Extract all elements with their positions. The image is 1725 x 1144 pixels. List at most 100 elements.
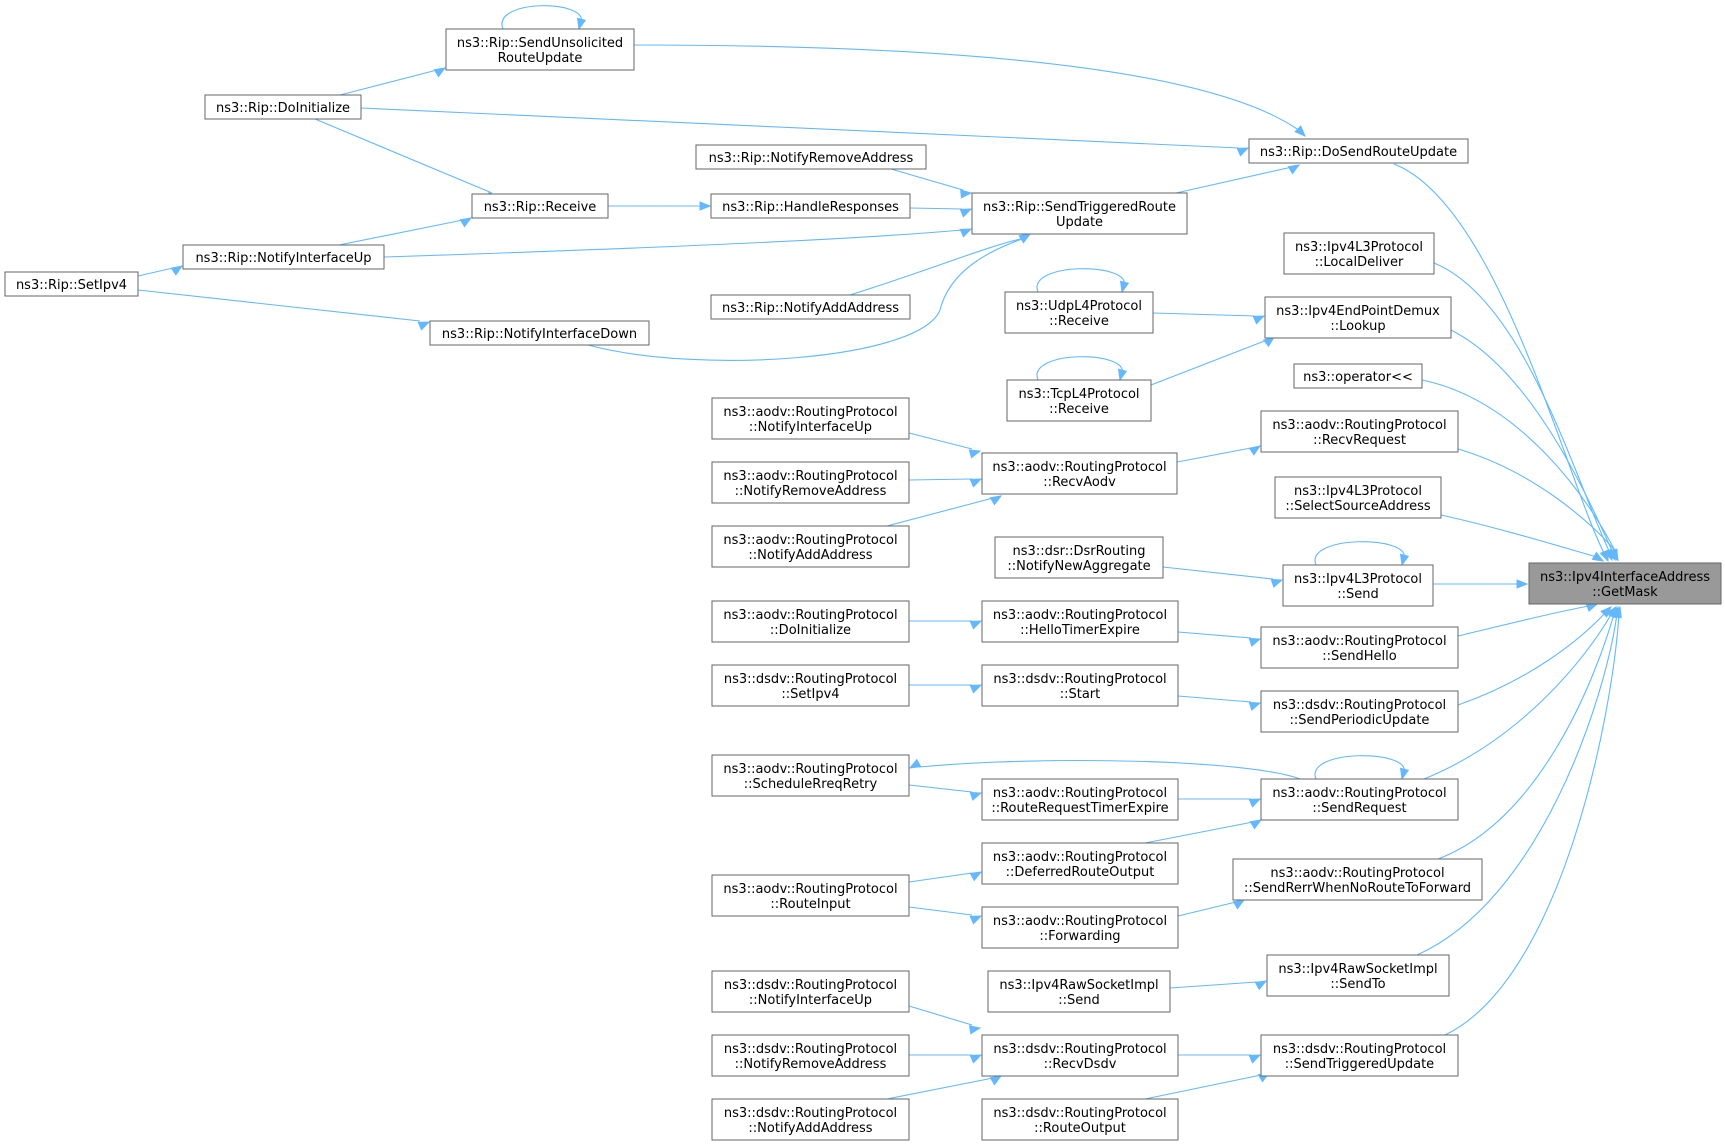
edge-arrowhead bbox=[1254, 980, 1268, 991]
node-label-line: ns3::Rip::NotifyInterfaceUp bbox=[195, 251, 371, 266]
node-operatorLL[interactable]: ns3::operator<< bbox=[1293, 363, 1423, 389]
node-dsrNotifyNewAgg[interactable]: ns3::dsr::DsrRouting::NotifyNewAggregate bbox=[994, 536, 1164, 579]
edge-line bbox=[314, 118, 493, 194]
edge-line bbox=[137, 267, 174, 277]
node-box bbox=[182, 244, 385, 270]
node-label-line: ns3::dsdv::RoutingProtocol bbox=[724, 1106, 897, 1121]
edge-arrowhead bbox=[1585, 603, 1599, 613]
node-ripSetIpv4[interactable]: ns3::Rip::SetIpv4 bbox=[4, 271, 139, 297]
edge-tcpRecv-to-tcpRecv bbox=[1036, 356, 1128, 382]
node-label-line: ::SendPeriodicUpdate bbox=[1290, 713, 1430, 728]
node-aodvRecvRequest[interactable]: ns3::aodv::RoutingProtocol::RecvRequest bbox=[1260, 410, 1459, 453]
edge-line bbox=[1450, 329, 1614, 554]
node-dsdvNotifyRemove[interactable]: ns3::dsdv::RoutingProtocol::NotifyRemove… bbox=[711, 1034, 910, 1077]
node-dsdvNotifyIfUp[interactable]: ns3::dsdv::RoutingProtocol::NotifyInterf… bbox=[711, 970, 910, 1013]
edge-arrowhead bbox=[1232, 899, 1246, 910]
edge-aodvRecvRequest-to-root bbox=[1457, 448, 1619, 562]
edge-arrowhead bbox=[968, 449, 982, 459]
node-l3Send[interactable]: ns3::Ipv4L3Protocol::Send bbox=[1282, 564, 1434, 607]
edge-arrowhead bbox=[908, 758, 922, 769]
edge-line bbox=[890, 168, 964, 191]
node-box bbox=[1006, 379, 1152, 422]
edge-ripNotifyRemove-to-ripSendTrig bbox=[890, 168, 973, 199]
node-aodvRouteReqTimer[interactable]: ns3::aodv::RoutingProtocol::RouteRequest… bbox=[981, 778, 1179, 821]
edge-dsdvNotifyAdd-to-dsdvRecvDsdv bbox=[886, 1075, 1003, 1100]
node-aodvDoInit[interactable]: ns3::aodv::RoutingProtocol::DoInitialize bbox=[711, 600, 910, 643]
node-label-line: ns3::aodv::RoutingProtocol bbox=[1272, 634, 1446, 649]
node-box bbox=[981, 1098, 1179, 1141]
edge-aodvHelloTimer-to-aodvSendHello bbox=[1177, 631, 1262, 647]
node-aodvNotifyRemove[interactable]: ns3::aodv::RoutingProtocol::NotifyRemove… bbox=[711, 461, 910, 504]
node-label-line: ::RouteRequestTimerExpire bbox=[991, 801, 1168, 816]
edge-aodvDoInit-to-aodvHelloTimer bbox=[909, 620, 983, 630]
node-l3LocalDeliver[interactable]: ns3::Ipv4L3Protocol::LocalDeliver bbox=[1283, 232, 1435, 275]
node-box bbox=[1283, 232, 1435, 275]
edge-arrowhead bbox=[1018, 233, 1032, 244]
node-aodvSendRequest[interactable]: ns3::aodv::RoutingProtocol::SendRequest bbox=[1260, 778, 1459, 821]
node-tcpRecv[interactable]: ns3::TcpL4Protocol::Receive bbox=[1006, 379, 1152, 422]
edge-arrowhead bbox=[969, 915, 983, 925]
edge-line bbox=[886, 497, 994, 527]
node-label-line: ns3::Rip::HandleResponses bbox=[722, 200, 899, 215]
node-aodvSendRerr[interactable]: ns3::aodv::RoutingProtocol::SendRerrWhen… bbox=[1232, 858, 1483, 901]
edge-dsrNotifyNewAgg-to-l3Send bbox=[1162, 566, 1284, 588]
node-ripNotifyIfDown[interactable]: ns3::Rip::NotifyInterfaceDown bbox=[429, 320, 650, 346]
node-ripReceive[interactable]: ns3::Rip::Receive bbox=[471, 193, 609, 219]
node-label-line: ns3::aodv::RoutingProtocol bbox=[723, 882, 897, 897]
edge-line bbox=[1162, 566, 1274, 580]
root-node-root[interactable]: ns3::Ipv4InterfaceAddress::GetMask bbox=[1528, 562, 1722, 605]
node-box bbox=[981, 906, 1179, 949]
node-rawSend[interactable]: ns3::Ipv4RawSocketImpl::Send bbox=[987, 970, 1171, 1013]
node-udpRecv[interactable]: ns3::UdpL4Protocol::Receive bbox=[1004, 291, 1154, 334]
node-aodvSendHello[interactable]: ns3::aodv::RoutingProtocol::SendHello bbox=[1260, 626, 1459, 669]
node-dsdvRecvDsdv[interactable]: ns3::dsdv::RoutingProtocol::RecvDsdv bbox=[981, 1034, 1179, 1077]
node-dsdvSetIpv4[interactable]: ns3::dsdv::RoutingProtocol::SetIpv4 bbox=[711, 664, 910, 707]
edge-aodvDeferred-to-aodvSendRequest bbox=[1144, 819, 1263, 844]
node-aodvNotifyAdd[interactable]: ns3::aodv::RoutingProtocol::NotifyAddAdd… bbox=[711, 525, 910, 568]
node-aodvSchedRreq[interactable]: ns3::aodv::RoutingProtocol::ScheduleRreq… bbox=[711, 754, 910, 797]
node-box bbox=[711, 461, 910, 504]
node-aodvDeferred[interactable]: ns3::aodv::RoutingProtocol::DeferredRout… bbox=[981, 842, 1179, 885]
node-ripHandleResp[interactable]: ns3::Rip::HandleResponses bbox=[710, 193, 911, 219]
node-ripNotifyIfUp[interactable]: ns3::Rip::NotifyInterfaceUp bbox=[182, 244, 385, 270]
edge-arrowhead bbox=[576, 17, 587, 31]
edge-arrowhead bbox=[968, 1025, 982, 1035]
node-dsdvRouteOutput[interactable]: ns3::dsdv::RoutingProtocol::RouteOutput bbox=[981, 1098, 1179, 1141]
node-dsdvNotifyAdd[interactable]: ns3::dsdv::RoutingProtocol::NotifyAddAdd… bbox=[711, 1098, 910, 1141]
node-box bbox=[1266, 954, 1450, 997]
node-aodvNotifyIfUp[interactable]: ns3::aodv::RoutingProtocol::NotifyInterf… bbox=[711, 397, 910, 440]
node-box bbox=[994, 536, 1164, 579]
edge-ripSendTrig-to-ripDoSend bbox=[1175, 164, 1301, 194]
node-label-line: ns3::dsdv::RoutingProtocol bbox=[724, 1042, 897, 1057]
edges-layer bbox=[137, 5, 1622, 1100]
node-demuxLookup[interactable]: ns3::Ipv4EndPointDemux::Lookup bbox=[1264, 296, 1452, 339]
node-ripDoInit[interactable]: ns3::Rip::DoInitialize bbox=[204, 94, 362, 120]
node-aodvHelloTimer[interactable]: ns3::aodv::RoutingProtocol::HelloTimerEx… bbox=[981, 600, 1179, 643]
edge-dsdvNotifyRemove-to-dsdvRecvDsdv bbox=[909, 1054, 983, 1064]
node-aodvForwarding[interactable]: ns3::aodv::RoutingProtocol::Forwarding bbox=[981, 906, 1179, 949]
node-l3SelectSrc[interactable]: ns3::Ipv4L3Protocol::SelectSourceAddress bbox=[1274, 476, 1442, 519]
edge-l3LocalDeliver-to-root bbox=[1433, 262, 1613, 562]
edge-line bbox=[908, 478, 973, 481]
node-ripNotifyRemove[interactable]: ns3::Rip::NotifyRemoveAddress bbox=[695, 144, 927, 170]
node-ripDoSend[interactable]: ns3::Rip::DoSendRouteUpdate bbox=[1248, 138, 1469, 164]
edge-arrowhead bbox=[1236, 147, 1250, 157]
edge-sendUnsol-to-ripDoSend bbox=[633, 44, 1306, 137]
node-label-line: ns3::aodv::RoutingProtocol bbox=[993, 914, 1167, 929]
node-label-line: ns3::Ipv4L3Protocol bbox=[1294, 484, 1422, 499]
node-label-line: ns3::Rip::Receive bbox=[484, 200, 597, 215]
node-ripNotifyAdd[interactable]: ns3::Rip::NotifyAddAddress bbox=[710, 294, 911, 320]
node-dsdvSendTrig[interactable]: ns3::dsdv::RoutingProtocol::SendTriggere… bbox=[1260, 1034, 1459, 1077]
node-dsdvSendPeriodic[interactable]: ns3::dsdv::RoutingProtocol::SendPeriodic… bbox=[1260, 690, 1459, 733]
node-aodvRecvAodv[interactable]: ns3::aodv::RoutingProtocol::RecvAodv bbox=[981, 452, 1178, 495]
node-label-line: ::NotifyNewAggregate bbox=[1007, 559, 1150, 574]
node-label-line: ::Receive bbox=[1049, 402, 1109, 417]
node-box bbox=[204, 94, 362, 120]
node-rawSendTo[interactable]: ns3::Ipv4RawSocketImpl::SendTo bbox=[1266, 954, 1450, 997]
node-dsdvStart[interactable]: ns3::dsdv::RoutingProtocol::Start bbox=[981, 664, 1179, 707]
edge-arrowhead bbox=[969, 478, 983, 488]
node-aodvRouteInput[interactable]: ns3::aodv::RoutingProtocol::RouteInput bbox=[711, 874, 910, 917]
edge-line bbox=[1036, 268, 1125, 293]
